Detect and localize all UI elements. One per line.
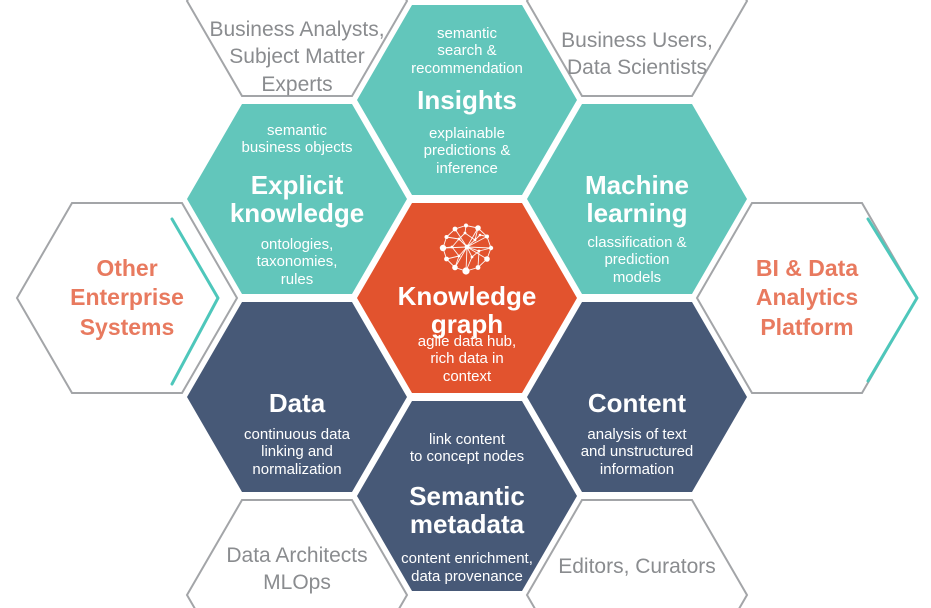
hexagon-outline <box>525 0 749 97</box>
hexagon-outline <box>185 499 409 608</box>
label-data-architects: Data Architects MLOps <box>226 544 368 595</box>
chevron-right-icon <box>866 217 919 383</box>
hex-title: Other Enterprise Systems <box>70 254 184 340</box>
label-business-users: Business Users, Data Scientists <box>561 29 713 80</box>
hexagon-shape <box>187 302 407 492</box>
corner-hex-top-right <box>525 0 749 97</box>
hex-top-text: link content to concept nodes <box>409 431 525 466</box>
hex-knowledge-graph: Knowledge graph agile data hub, rich dat… <box>357 203 577 393</box>
corner-hex-bottom-left <box>185 499 409 608</box>
hex-explicit-knowledge: semantic business objects Explicit knowl… <box>187 104 407 294</box>
network-graph-icon <box>439 223 494 275</box>
hex-semantic-metadata: link content to concept nodes Semantic m… <box>357 401 577 591</box>
hex-title: Explicit knowledge <box>229 169 365 228</box>
icon-zone <box>357 221 577 284</box>
hex-title: Data <box>268 387 326 418</box>
hex-title: Insights <box>417 84 517 115</box>
hex-bottom-text: ontologies, taxonomies, rules <box>256 235 338 288</box>
chevron-right-icon <box>170 217 220 386</box>
label-business-analysts: Business Analysts, Subject Matter Expert… <box>209 18 385 96</box>
hexagon-outline <box>525 499 749 608</box>
hex-bottom-text: content enrichment, data provenance <box>401 550 533 585</box>
label-editors-curators: Editors, Curators <box>558 555 716 578</box>
hex-title: Content <box>587 387 687 418</box>
hexagon-shape <box>357 5 577 195</box>
hexagon-outline <box>695 202 919 394</box>
hex-insights: semantic search & recommendation Insight… <box>357 5 577 195</box>
hex-machine-learning: Machine learning classification & predic… <box>527 104 747 294</box>
hex-top-text: semantic search & recommendation <box>411 25 523 77</box>
hex-bi-data-analytics-platform: BI & Data Analytics Platform <box>695 202 919 394</box>
hexagon-shape <box>527 104 747 294</box>
corner-hex-top-left <box>185 0 409 97</box>
hex-title: Knowledge graph <box>397 280 537 339</box>
hexagon-outline <box>15 202 239 394</box>
hex-other-enterprise-systems: Other Enterprise Systems <box>15 202 239 394</box>
hexagon-outline <box>185 0 409 97</box>
hex-data: Data continuous data linking and normali… <box>187 302 407 492</box>
hexagon-shape <box>187 104 407 294</box>
hex-title: BI & Data Analytics Platform <box>755 254 859 340</box>
hexagon-shape <box>357 203 577 393</box>
hex-bottom-text: continuous data linking and normalizatio… <box>244 425 350 478</box>
corner-hex-bottom-right <box>525 499 749 608</box>
hex-title: Semantic metadata <box>409 480 525 539</box>
hex-bottom-text: explainable predictions & inference <box>423 124 511 177</box>
hexagon-shape <box>357 401 577 591</box>
hex-bottom-text: classification & prediction models <box>587 233 687 286</box>
hex-bottom-text: agile data hub, rich data in context <box>417 332 517 385</box>
hex-bottom-text: analysis of text and unstructured inform… <box>580 425 694 478</box>
hexagon-shape <box>527 302 747 492</box>
hex-title: Machine learning <box>584 169 690 228</box>
hex-top-text: semantic business objects <box>241 122 353 157</box>
hex-content: Content analysis of text and unstructure… <box>527 302 747 492</box>
